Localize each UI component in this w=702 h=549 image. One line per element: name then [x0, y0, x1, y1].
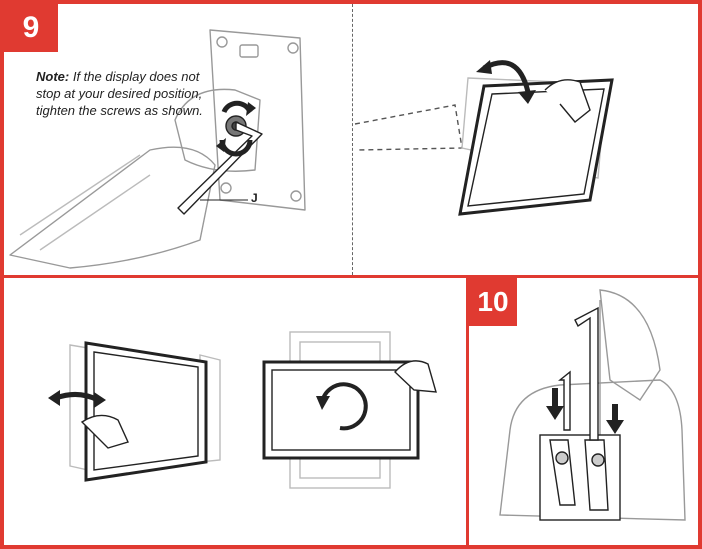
rotate-circle-arrow-icon	[316, 382, 368, 431]
note-body: If the display does not stop at your des…	[36, 69, 203, 118]
tilt-arrow-icon	[476, 60, 536, 104]
swivel-arrow-icon	[48, 390, 106, 408]
panel-divider-dashed	[352, 4, 353, 275]
note-text: Note: If the display does not stop at yo…	[36, 68, 206, 119]
note-label: Note:	[36, 69, 70, 84]
step-number-badge: 10	[469, 278, 517, 326]
down-arrow-icon	[546, 388, 624, 434]
panel-divider-horizontal	[4, 275, 698, 278]
step-number-badge: 9	[4, 4, 58, 52]
panel-divider-vertical	[466, 277, 469, 545]
callout-label: J	[251, 191, 258, 205]
